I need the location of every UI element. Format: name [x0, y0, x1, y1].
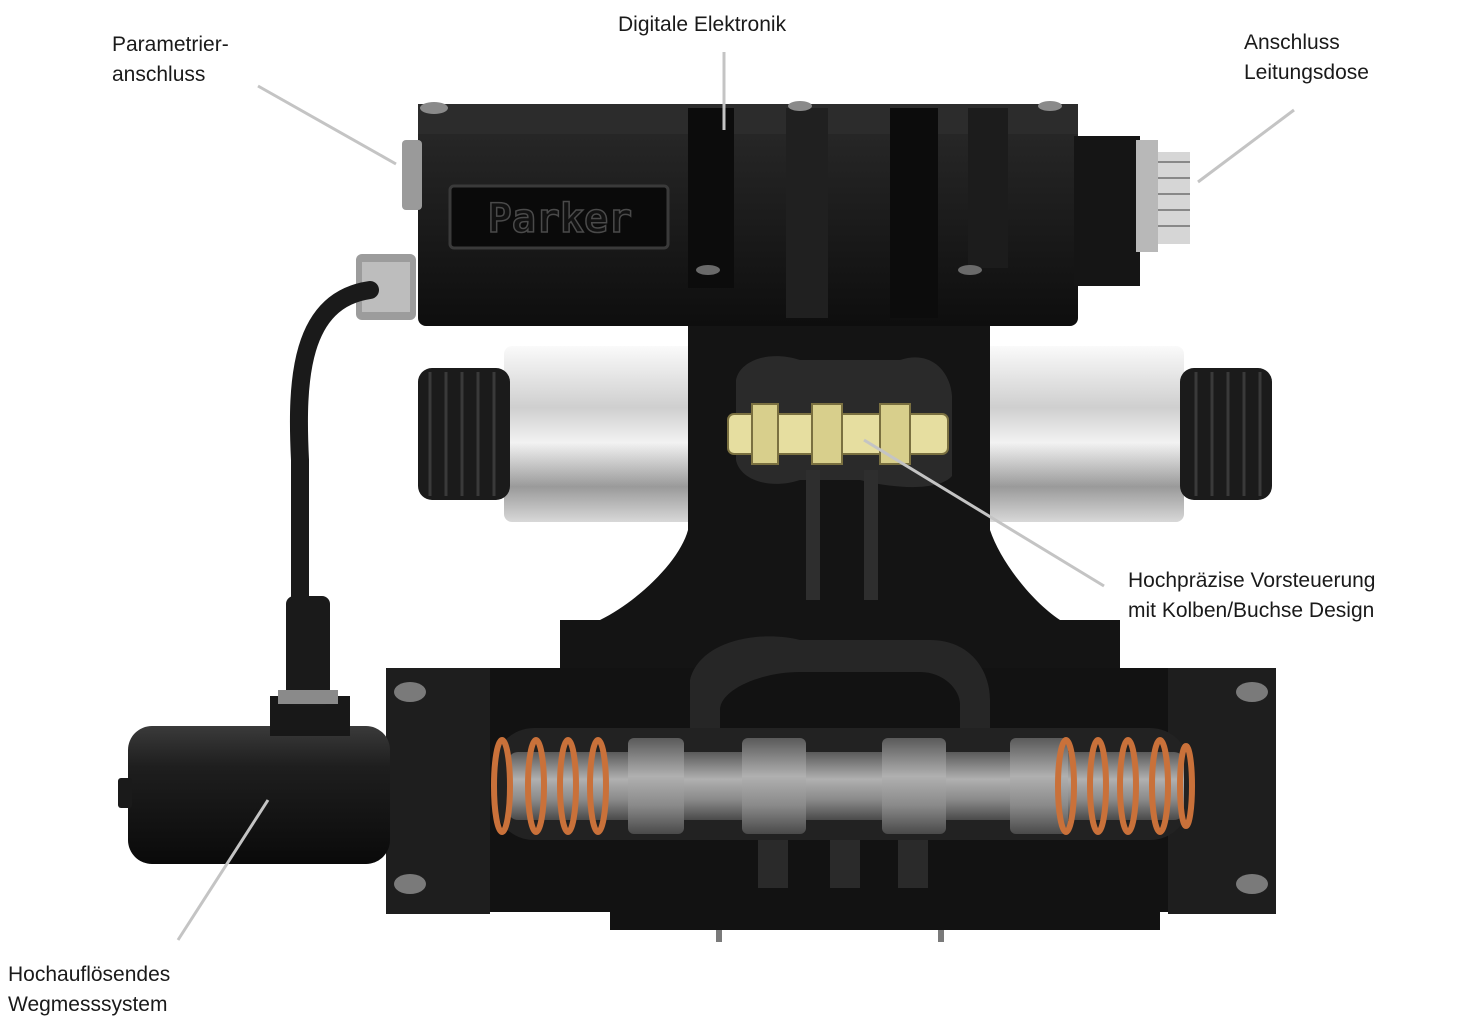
callout-parameter-port: Parametrier- anschluss [112, 30, 229, 90]
leader-pilot [863, 438, 1105, 588]
spring-right [1055, 737, 1195, 835]
main-valve-body [386, 636, 1276, 942]
callout-line: Hochpräzise Vorsteuerung [1128, 569, 1376, 592]
callout-line: mit Kolben/Buchse Design [1128, 599, 1375, 622]
callout-line: Anschluss [1244, 31, 1340, 54]
position-sensor [118, 596, 390, 864]
spring-left [491, 737, 609, 835]
callout-connector: Anschluss Leitungsdose [1244, 28, 1369, 88]
callout-measurement-system: Hochauflösendes Wegmesssystem [8, 960, 170, 1020]
leader-measurement [176, 799, 270, 941]
callout-line: Digitale Elektronik [618, 13, 787, 36]
callout-line: Leitungsdose [1244, 61, 1369, 84]
electronics-housing [356, 101, 1190, 326]
callout-pilot-stage: Hochpräzise Vorsteuerung mit Kolben/Buch… [1128, 566, 1375, 626]
solenoid-assembly [418, 346, 1272, 522]
callout-line: Hochauflösendes [8, 963, 171, 986]
leader-connector [1197, 108, 1295, 184]
leader-param [257, 84, 397, 166]
callout-digital-electronics: Digitale Elektronik [618, 10, 786, 40]
pilot-valve [560, 326, 1120, 680]
callout-line: Parametrier- [112, 33, 229, 56]
sensor-cable [289, 281, 379, 609]
callout-line: anschluss [112, 63, 206, 86]
parker-logo: Parker [448, 184, 670, 250]
callout-line: Wegmesssystem [8, 993, 168, 1016]
svg-text:Parker: Parker [488, 196, 633, 242]
leader-lines [176, 52, 1295, 941]
